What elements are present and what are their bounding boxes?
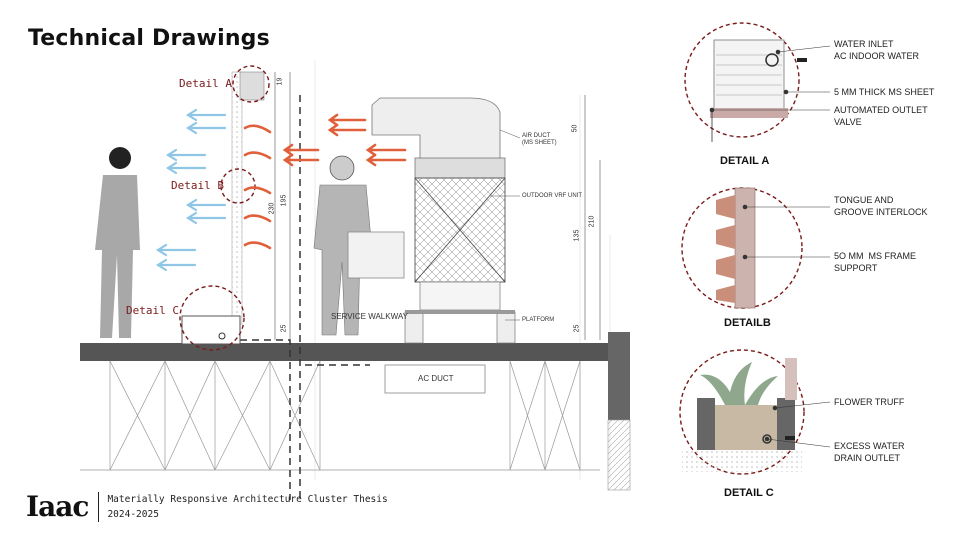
detail-a-callout-ms-sheet: 5 MM THICK MS SHEET	[834, 87, 935, 97]
detail-a-callout-water-inlet: WATER INLET AC INDOOR WATER	[834, 39, 919, 61]
detail-a-label: Detail A	[179, 77, 232, 90]
detail-b-callout-frame: 5O MM MS FRAME SUPPORT	[834, 251, 917, 273]
dim-135: 135	[573, 229, 581, 242]
service-walkway-label: SERVICE WALKWAY	[331, 312, 408, 321]
detail-c-drawing	[679, 349, 805, 475]
airflow-red	[243, 113, 407, 250]
detail-a-drawing	[684, 22, 807, 142]
footer-text: Materially Responsive Architecture Clust…	[98, 492, 388, 522]
detail-b-callout-interlock: TONGUE AND GROOVE INTERLOCK	[834, 195, 928, 217]
worker-figure	[313, 155, 405, 336]
detail-a-callout-outlet-valve: AUTOMATED OUTLET VALVE	[834, 105, 928, 127]
ac-duct-box	[384, 364, 486, 394]
outdoor-unit	[371, 97, 516, 344]
footer-line-1: Materially Responsive Architecture Clust…	[107, 494, 388, 505]
truss	[80, 360, 600, 471]
detail-a-marker	[232, 65, 270, 103]
airflow-blue	[155, 108, 227, 272]
dim-230: 230	[268, 202, 276, 215]
detail-c-callout-drain: EXCESS WATER DRAIN OUTLET	[834, 441, 905, 463]
outdoor-unit-label: OUTDOOR VRF UNIT	[522, 193, 582, 199]
page-title: Technical Drawings	[28, 26, 270, 51]
dim-19: 19	[276, 77, 284, 86]
detail-b-marker	[220, 168, 256, 204]
detail-b-drawing	[681, 187, 803, 309]
dim-25a: 25	[280, 324, 288, 333]
slab-edge	[608, 332, 630, 420]
detail-c-marker	[179, 285, 245, 351]
dim-195: 195	[280, 194, 288, 207]
footer-line-2: 2024-2025	[107, 509, 159, 520]
floor-slab	[80, 343, 630, 361]
dim-50: 50	[571, 124, 579, 133]
person-left	[95, 147, 140, 338]
detail-c-label: Detail C	[126, 304, 179, 317]
dimension-lines	[274, 72, 601, 340]
platform-label: PLATFORM	[522, 317, 555, 323]
leaders	[490, 129, 521, 321]
detail-b-label: Detail B	[171, 179, 224, 192]
detail-c-callout-flower: FLOWER TRUFF	[834, 397, 905, 407]
detail-c-title: DETAIL C	[724, 487, 774, 499]
detail-b-leaders	[742, 204, 830, 260]
water-tank-top	[239, 71, 265, 101]
detail-a-leaders	[709, 45, 831, 113]
dim-25b: 25	[573, 324, 581, 333]
column	[607, 419, 631, 491]
ac-duct-label: AC DUCT	[418, 374, 454, 383]
iaac-logo: Iaac	[26, 490, 89, 523]
facade-wall	[231, 71, 243, 325]
detail-a-title: DETAIL A	[720, 155, 770, 167]
dim-210: 210	[588, 215, 596, 228]
air-duct-label: AIR DUCT(MS SHEET)	[522, 133, 557, 146]
footer: Iaac Materially Responsive Architecture …	[26, 492, 388, 522]
detail-b-title: DETAILB	[724, 317, 771, 329]
drain-symbol	[218, 332, 226, 340]
detail-c-leaders	[764, 401, 831, 448]
planter-box	[181, 315, 241, 345]
